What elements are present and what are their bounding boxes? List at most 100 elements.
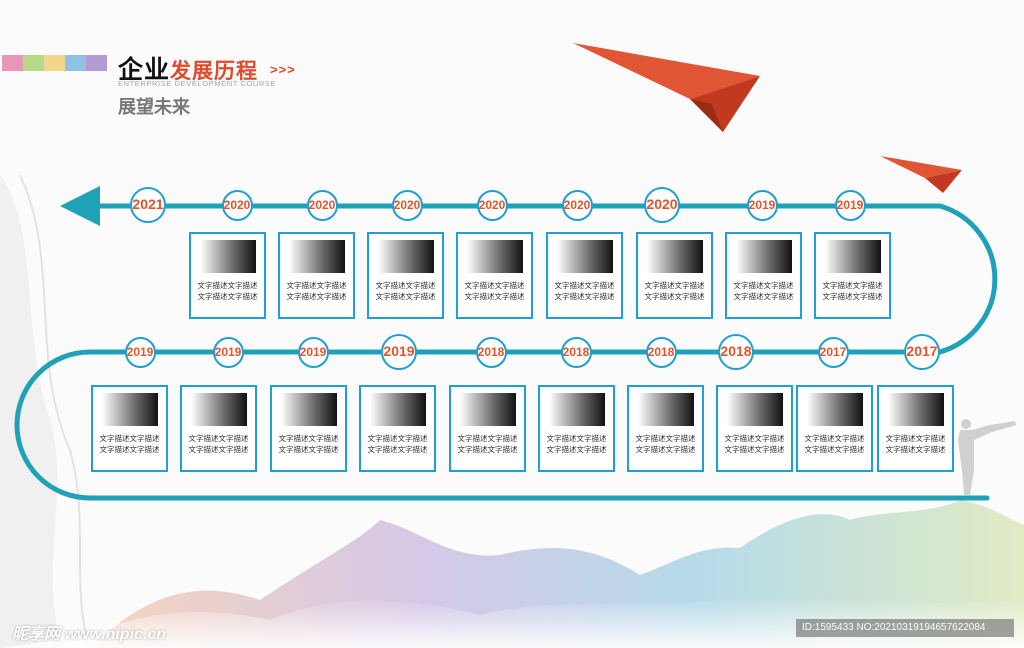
card-image-placeholder	[647, 240, 703, 273]
card-text-line: 文字描述文字描述	[375, 292, 436, 301]
timeline-track	[14, 203, 998, 501]
card-image-placeholder	[102, 393, 158, 426]
card-text-line: 文字描述文字描述	[546, 445, 607, 454]
color-swatch	[65, 55, 86, 71]
card-description: 文字描述文字描述文字描述文字描述	[363, 433, 432, 455]
track-arrow-head-icon	[60, 186, 100, 226]
card-text-line: 文字描述文字描述	[367, 445, 428, 454]
year-badge: 2019	[746, 189, 778, 221]
card-text-line: 文字描述文字描述	[278, 445, 339, 454]
card-text-line: 文字描述文字描述	[278, 434, 339, 443]
card-image-placeholder	[825, 240, 881, 273]
card-image-placeholder	[557, 240, 613, 273]
card-text-line: 文字描述文字描述	[733, 281, 794, 290]
card-text-line: 文字描述文字描述	[635, 434, 696, 443]
year-badge: 2020	[306, 189, 338, 221]
card-image-placeholder	[807, 393, 863, 426]
card-image-placeholder	[370, 393, 426, 426]
card-image-placeholder	[638, 393, 694, 426]
watermark-site: 昵享网 www.nipic.cn	[12, 626, 167, 643]
card-text-line: 文字描述文字描述	[885, 445, 946, 454]
card-text-line: 文字描述文字描述	[197, 292, 258, 301]
year-badge: 2020	[391, 189, 423, 221]
silk-wisp-left	[0, 175, 60, 648]
timeline-card: 文字描述文字描述文字描述文字描述	[796, 385, 873, 472]
card-description: 文字描述文字描述文字描述文字描述	[184, 433, 253, 455]
card-description: 文字描述文字描述文字描述文字描述	[720, 433, 789, 455]
timeline-card: 文字描述文字描述文字描述文字描述	[278, 232, 355, 319]
color-swatch	[23, 55, 44, 71]
title-arrows: >>>	[270, 62, 296, 77]
card-text-line: 文字描述文字描述	[188, 445, 249, 454]
card-image-placeholder	[200, 240, 256, 273]
card-text-line: 文字描述文字描述	[286, 292, 347, 301]
card-text-line: 文字描述文字描述	[724, 434, 785, 443]
color-swatch	[44, 55, 65, 71]
year-badge: 2019	[297, 336, 329, 368]
timeline-card: 文字描述文字描述文字描述文字描述	[456, 232, 533, 319]
timeline-card: 文字描述文字描述文字描述文字描述	[270, 385, 347, 472]
color-swatch	[2, 55, 23, 71]
card-image-placeholder	[727, 393, 783, 426]
card-text-line: 文字描述文字描述	[822, 281, 883, 290]
card-text-line: 文字描述文字描述	[188, 434, 249, 443]
card-text-line: 文字描述文字描述	[724, 445, 785, 454]
year-badge: 2017	[904, 334, 940, 370]
card-text-line: 文字描述文字描述	[554, 281, 615, 290]
card-description: 文字描述文字描述文字描述文字描述	[542, 433, 611, 455]
timeline-card: 文字描述文字描述文字描述文字描述	[449, 385, 526, 472]
year-badge: 2017	[817, 336, 849, 368]
year-badge: 2020	[644, 187, 680, 223]
card-image-placeholder	[460, 393, 516, 426]
card-text-line: 文字描述文字描述	[804, 445, 865, 454]
timeline-card: 文字描述文字描述文字描述文字描述	[627, 385, 704, 472]
card-text-line: 文字描述文字描述	[804, 434, 865, 443]
paper-plane-large-icon	[573, 43, 760, 132]
card-description: 文字描述文字描述文字描述文字描述	[95, 433, 164, 455]
card-text-line: 文字描述文字描述	[99, 445, 160, 454]
card-text-line: 文字描述文字描述	[554, 292, 615, 301]
year-badge: 2018	[718, 334, 754, 370]
timeline-card: 文字描述文字描述文字描述文字描述	[877, 385, 954, 472]
card-description: 文字描述文字描述文字描述文字描述	[631, 433, 700, 455]
year-badge: 2019	[834, 189, 866, 221]
card-description: 文字描述文字描述文字描述文字描述	[818, 280, 887, 302]
timeline-card: 文字描述文字描述文字描述文字描述	[814, 232, 891, 319]
card-text-line: 文字描述文字描述	[375, 281, 436, 290]
watermark-id: ID:1595433 NO:20210319194657622084	[796, 619, 1014, 637]
card-text-line: 文字描述文字描述	[885, 434, 946, 443]
card-text-line: 文字描述文字描述	[733, 292, 794, 301]
card-description: 文字描述文字描述文字描述文字描述	[800, 433, 869, 455]
card-image-placeholder	[888, 393, 944, 426]
card-text-line: 文字描述文字描述	[286, 281, 347, 290]
card-description: 文字描述文字描述文字描述文字描述	[640, 280, 709, 302]
card-text-line: 文字描述文字描述	[99, 434, 160, 443]
timeline-card: 文字描述文字描述文字描述文字描述	[538, 385, 615, 472]
card-image-placeholder	[191, 393, 247, 426]
card-text-line: 文字描述文字描述	[457, 434, 518, 443]
card-text-line: 文字描述文字描述	[546, 434, 607, 443]
year-badge: 2021	[130, 187, 166, 223]
card-description: 文字描述文字描述文字描述文字描述	[550, 280, 619, 302]
timeline-card: 文字描述文字描述文字描述文字描述	[91, 385, 168, 472]
card-text-line: 文字描述文字描述	[457, 445, 518, 454]
card-description: 文字描述文字描述文字描述文字描述	[193, 280, 262, 302]
card-description: 文字描述文字描述文字描述文字描述	[282, 280, 351, 302]
year-badge: 2020	[221, 189, 253, 221]
card-description: 文字描述文字描述文字描述文字描述	[881, 433, 950, 455]
card-text-line: 文字描述文字描述	[822, 292, 883, 301]
card-description: 文字描述文字描述文字描述文字描述	[371, 280, 440, 302]
year-badge: 2019	[212, 336, 244, 368]
year-badge: 2018	[475, 336, 507, 368]
card-description: 文字描述文字描述文字描述文字描述	[274, 433, 343, 455]
year-badge: 2018	[560, 336, 592, 368]
year-badge: 2019	[124, 336, 156, 368]
card-image-placeholder	[289, 240, 345, 273]
card-image-placeholder	[281, 393, 337, 426]
card-text-line: 文字描述文字描述	[464, 281, 525, 290]
card-description: 文字描述文字描述文字描述文字描述	[453, 433, 522, 455]
card-image-placeholder	[736, 240, 792, 273]
card-text-line: 文字描述文字描述	[367, 434, 428, 443]
timeline-card: 文字描述文字描述文字描述文字描述	[716, 385, 793, 472]
